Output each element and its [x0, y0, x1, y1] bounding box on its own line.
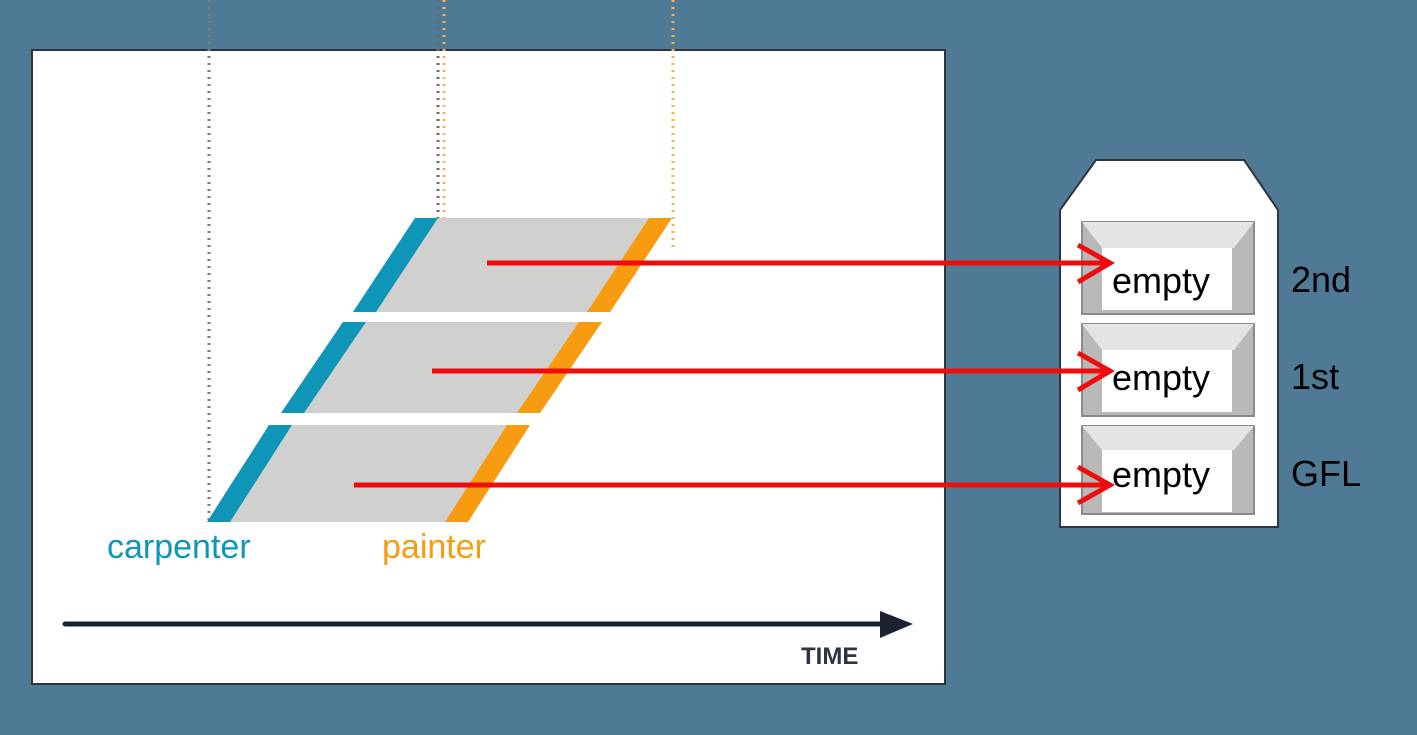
painter-stripe-gfl: [445, 425, 530, 522]
floor-drawer-2nd: empty: [1081, 221, 1255, 315]
floor-drawer-gfl: empty: [1081, 425, 1255, 515]
floor-label-1st: 1st: [1291, 356, 1339, 397]
task-band-1st-body: [281, 322, 602, 413]
task-to-floor-arrows: [354, 242, 1116, 506]
arrowhead-1st-floor: [1076, 350, 1115, 393]
arrowhead-2nd-floor: [1076, 242, 1115, 285]
drawer-face-1st: [1102, 350, 1232, 412]
time-axis-arrowhead: [880, 611, 913, 638]
drawer-bevel-top-2nd: [1082, 222, 1254, 248]
arrowhead-gfl-floor: [1076, 464, 1116, 506]
painter-stripe-1st: [517, 322, 602, 413]
drawer-face-gfl: [1102, 450, 1232, 512]
task-band-gfl-body: [207, 425, 530, 522]
carpenter-label: carpenter: [107, 528, 251, 566]
drawer-bevel-top-gfl: [1082, 426, 1254, 450]
floor-label-gfl: GFL: [1291, 453, 1361, 494]
floor-label-2nd: 2nd: [1291, 259, 1351, 300]
time-axis-label: TIME: [801, 643, 858, 670]
carpenter-stripe-2nd: [353, 218, 438, 312]
drawer-bevel-top-1st: [1082, 324, 1254, 350]
painter-label: painter: [382, 528, 486, 566]
dotted-guides: [207, 0, 675, 522]
floor-status-gfl: empty: [1112, 454, 1210, 495]
time-axis: TIME: [62, 611, 913, 670]
carpenter-stripe-1st: [281, 322, 366, 413]
task-band-gfl: [207, 425, 530, 522]
floor-status-1st: empty: [1112, 357, 1210, 398]
drawer-face-2nd: [1102, 248, 1232, 310]
building: empty empty empty: [1059, 159, 1279, 528]
task-band-1st: [281, 322, 602, 413]
floor-status-2nd: empty: [1112, 260, 1210, 301]
carpenter-stripe-gfl: [207, 425, 292, 522]
